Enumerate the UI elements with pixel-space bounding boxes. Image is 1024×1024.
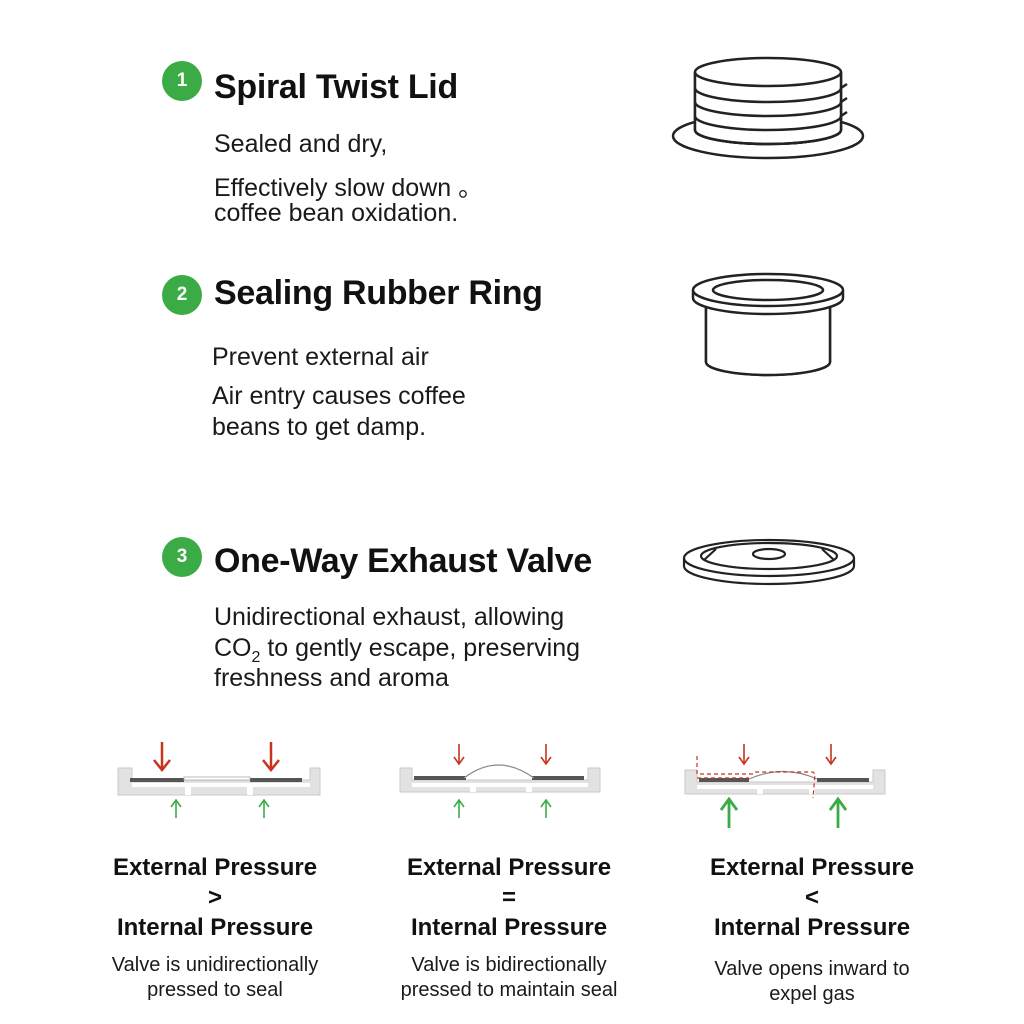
condition-symbol: > xyxy=(207,884,222,911)
valve-diagram-sealed xyxy=(117,742,321,818)
feature-1-line-1: Sealed and dry, xyxy=(214,130,388,158)
valve-plate-left xyxy=(699,778,749,782)
condition-description-line-2: pressed to seal xyxy=(147,979,283,1001)
condition-description: Valve is bidirectionally pressed to main… xyxy=(359,953,659,1003)
internal-arrow-icon xyxy=(453,798,552,818)
feature-2-line-2: Air entry causes coffee xyxy=(212,382,466,410)
feature-1-line-2: Effectively slow down 。 xyxy=(214,174,484,202)
condition-external-pressure: External Pressure xyxy=(709,854,915,881)
feature-title-sealing-rubber-ring: Sealing Rubber Ring xyxy=(214,274,543,312)
valve-plate-right xyxy=(817,778,869,782)
feature-2-line-1: Prevent external air xyxy=(212,343,429,371)
feature-3-line-2-rest: to gently escape, preserving xyxy=(260,634,581,662)
condition-external-pressure: External Pressure xyxy=(112,854,318,881)
external-arrow-icon xyxy=(453,744,552,766)
condition-external-pressure: External Pressure xyxy=(406,854,612,881)
feature-3-line-3: freshness and aroma xyxy=(214,664,449,692)
gas-path-icon xyxy=(696,756,816,799)
co2-subscript: 2 xyxy=(251,649,261,666)
valve-membrane xyxy=(748,770,818,780)
step-badge-2: 2 xyxy=(162,275,202,315)
condition-description-line-1: Valve opens inward to xyxy=(714,958,910,980)
feature-3-line-2: CO2 to gently escape, preserving xyxy=(214,634,580,667)
feature-title-spiral-twist-lid: Spiral Twist Lid xyxy=(214,68,458,106)
condition-open: External Pressure < Internal Pressure Va… xyxy=(662,853,962,1007)
internal-arrow-icon xyxy=(719,796,848,828)
condition-internal-pressure: Internal Pressure xyxy=(116,914,314,941)
condition-symbol: = xyxy=(501,884,516,911)
valve-diagram-balanced xyxy=(399,744,601,818)
feature-1-line-3: coffee bean oxidation. xyxy=(214,199,459,227)
external-arrow-icon xyxy=(738,744,837,766)
condition-balanced: External Pressure = Internal Pressure Va… xyxy=(359,853,659,1003)
condition-internal-pressure: Internal Pressure xyxy=(713,914,911,941)
step-badge-1: 1 xyxy=(162,61,202,101)
condition-internal-pressure: Internal Pressure xyxy=(410,914,608,941)
condition-description: Valve opens inward to expel gas xyxy=(662,957,962,1007)
feature-2-line-3: beans to get damp. xyxy=(212,413,427,441)
condition-description-line-1: Valve is bidirectionally xyxy=(411,954,607,976)
feature-3-line-1: Unidirectional exhaust, allowing xyxy=(214,603,565,631)
valve-plate-right xyxy=(250,778,302,782)
valve-membrane xyxy=(463,764,535,779)
condition-symbol: < xyxy=(804,884,819,911)
condition-sealed: External Pressure > Internal Pressure Va… xyxy=(65,853,365,1003)
condition-description-line-2: pressed to maintain seal xyxy=(400,979,618,1001)
valve-membrane xyxy=(183,776,251,781)
exhaust-valve-icon xyxy=(682,538,856,586)
feature-title-one-way-exhaust-valve: One-Way Exhaust Valve xyxy=(214,542,592,580)
valve-plate-right xyxy=(532,776,584,780)
condition-description-line-2: expel gas xyxy=(769,983,855,1005)
step-badge-3: 3 xyxy=(162,537,202,577)
valve-plate-left xyxy=(130,778,184,782)
external-arrow-icon xyxy=(153,742,280,773)
internal-arrow-icon xyxy=(170,798,270,818)
valve-diagram-open xyxy=(684,744,886,828)
rubber-ring-icon xyxy=(691,272,845,377)
spiral-lid-icon xyxy=(671,56,865,160)
co2-text: CO xyxy=(214,634,252,662)
condition-description: Valve is unidirectionally pressed to sea… xyxy=(65,953,365,1003)
condition-description-line-1: Valve is unidirectionally xyxy=(111,954,319,976)
valve-plate-left xyxy=(414,776,466,780)
